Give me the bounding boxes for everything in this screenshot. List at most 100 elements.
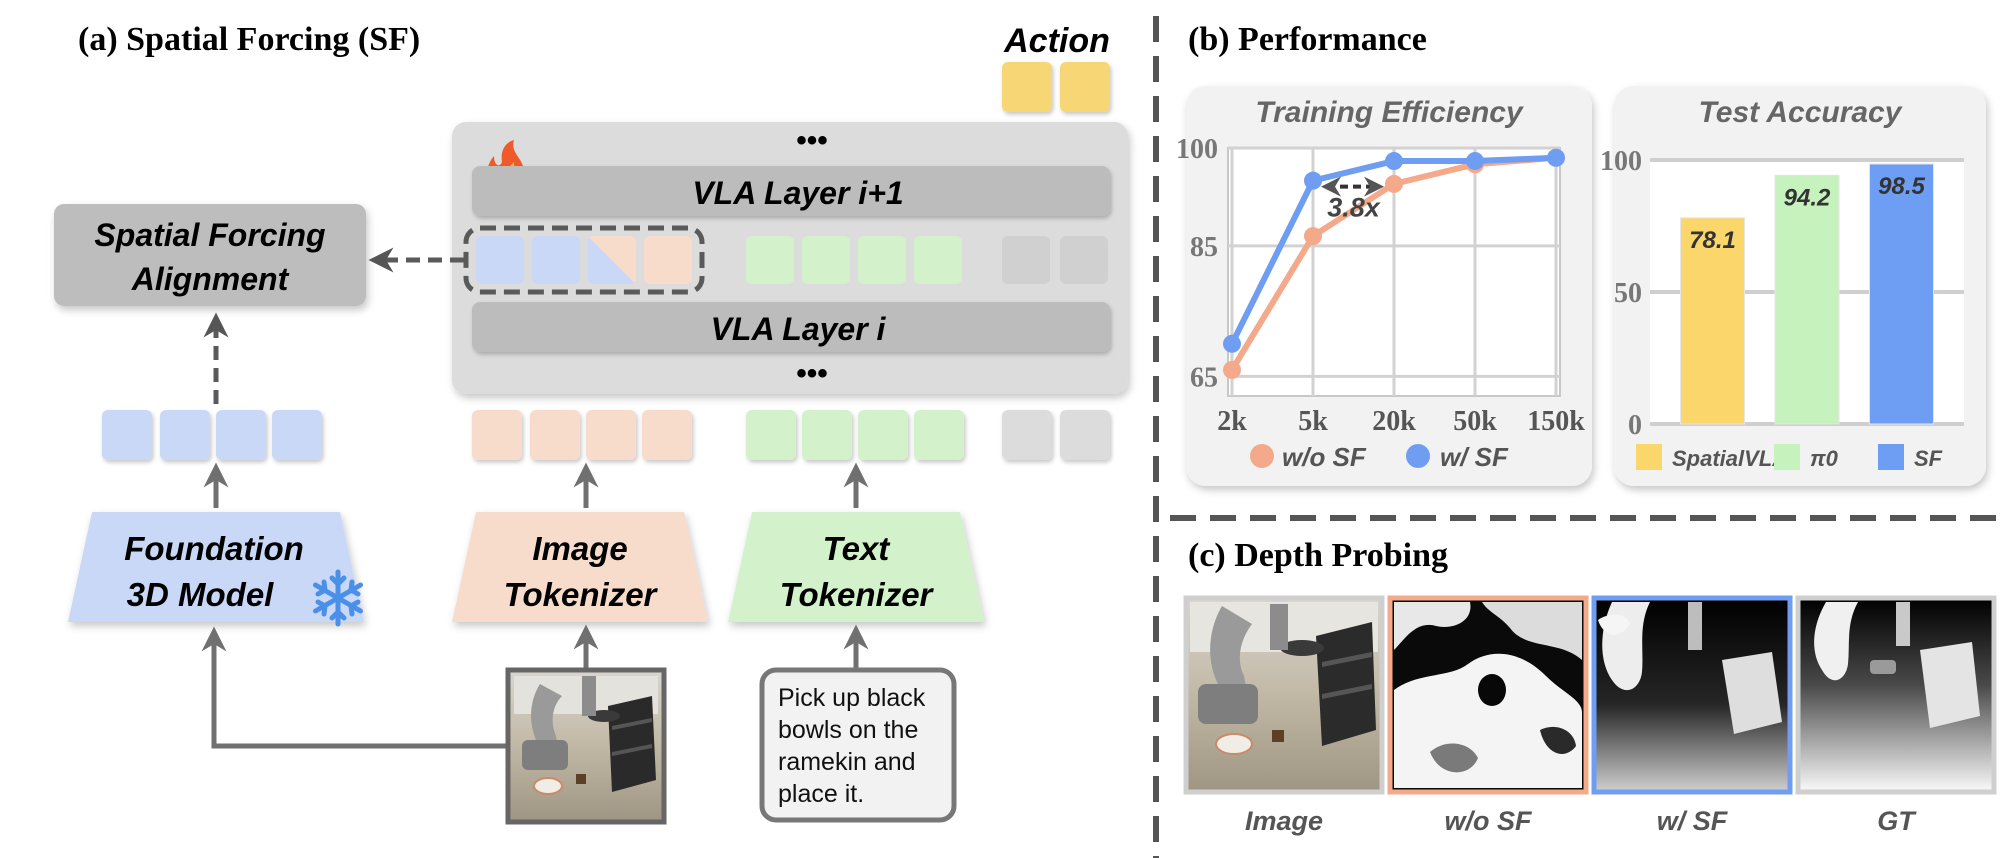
input-token: [746, 410, 796, 460]
foundation-label-line2: 3D Model: [127, 576, 275, 613]
snowflake-icon: [313, 569, 363, 627]
text-tokenizer-label-line1: Text: [823, 530, 892, 567]
input-token: [1060, 410, 1110, 460]
depth-map-with-sf: [1591, 595, 1793, 795]
bar-value-label: 94.2: [1784, 184, 1831, 211]
y-tick-label: 0: [1628, 410, 1642, 441]
input-token: [802, 410, 852, 460]
annotation-label: 3.8x: [1327, 193, 1381, 223]
robot-scene-image: [505, 667, 667, 825]
depth-map-ground-truth: [1795, 595, 1997, 795]
legend-marker: [1250, 444, 1274, 468]
x-tick-label: 5k: [1298, 406, 1328, 437]
input-token: [102, 410, 152, 460]
legend-label: w/ SF: [1440, 442, 1509, 472]
data-point: [1466, 152, 1484, 171]
depth-caption: w/o SF: [1445, 806, 1534, 836]
chart-title: Training Efficiency: [1255, 96, 1524, 129]
depth-input-image: [1183, 595, 1385, 795]
test-accuracy-chart: Test Accuracy 0 50 100 78.1 94.2 98.5SpatialVL…: [1600, 96, 1964, 471]
input-token: [642, 410, 692, 460]
bar-value-label: 98.5: [1878, 173, 1925, 200]
action-label: Action: [1003, 22, 1110, 60]
image-tokenizer-label-line2: Tokenizer: [504, 576, 659, 613]
instruction-line: bowls on the: [778, 716, 918, 744]
input-token: [272, 410, 322, 460]
hidden-token: [914, 236, 962, 284]
x-tick-label: 50k: [1453, 406, 1497, 437]
depth-caption: w/ SF: [1657, 806, 1729, 836]
vla-layer-upper-label: VLA Layer i+1: [692, 175, 903, 211]
dots-bottom: •••: [796, 357, 828, 390]
input-token: [472, 410, 522, 460]
hidden-token: [746, 236, 794, 284]
instruction-box: [759, 667, 957, 823]
y-tick-label: 100: [1600, 146, 1642, 177]
instruction-line: ramekin and: [778, 748, 916, 776]
alignment-label-line2: Alignment: [131, 261, 290, 297]
alignment-label-line1: Spatial Forcing: [94, 217, 325, 253]
x-tick-label: 2k: [1217, 406, 1247, 437]
legend-swatch: [1636, 444, 1662, 470]
input-token: [914, 410, 964, 460]
legend-swatch: [1774, 444, 1800, 470]
legend-label: SpatialVLA: [1672, 446, 1788, 471]
hidden-token: [1002, 236, 1050, 284]
image-tokenizer-label-line1: Image: [532, 530, 627, 567]
hidden-token: [532, 236, 580, 284]
data-point: [1304, 171, 1322, 190]
arrow: [201, 626, 512, 749]
panel-b-title: (b) Performance: [1188, 21, 1427, 58]
instruction-line: Pick up black: [778, 684, 926, 712]
bar: [1869, 163, 1934, 425]
legend-marker: [1406, 444, 1430, 468]
input-token: [1002, 410, 1052, 460]
action-token: [1002, 62, 1052, 112]
input-token: [216, 410, 266, 460]
data-point: [1304, 227, 1322, 246]
panel-a-title: (a) Spatial Forcing (SF): [78, 21, 420, 58]
bar: [1774, 174, 1840, 425]
vla-layer-lower-label: VLA Layer i: [711, 311, 887, 347]
hidden-token: [1060, 236, 1108, 284]
y-tick-label: 100: [1176, 134, 1218, 165]
y-tick-label: 50: [1614, 278, 1642, 309]
text-tokenizer-label-line2: Tokenizer: [780, 576, 935, 613]
data-point: [1547, 148, 1565, 167]
data-point: [1223, 360, 1241, 379]
hidden-token: [644, 236, 692, 284]
depth-caption: Image: [1245, 806, 1323, 836]
training-efficiency-chart: Training Efficiency 65 85 100 2k 5k 20k 50k 150k…: [1176, 96, 1585, 472]
legend-label: w/o SF: [1282, 442, 1367, 472]
foundation-label-line1: Foundation: [124, 530, 304, 567]
chart-title: Test Accuracy: [1699, 96, 1903, 129]
depth-caption: GT: [1877, 806, 1917, 836]
data-point: [1385, 174, 1403, 193]
data-point: [1385, 152, 1403, 171]
text-tokenizer-block: [728, 512, 984, 622]
hidden-token: [588, 236, 636, 284]
input-token: [858, 410, 908, 460]
panel-c-title: (c) Depth Probing: [1188, 537, 1448, 574]
dots-top: •••: [796, 124, 828, 157]
foundation-3d-model-block: [68, 512, 364, 622]
hidden-token: [858, 236, 906, 284]
hidden-token-group-outline: [463, 225, 705, 295]
image-tokenizer-block: [452, 512, 708, 622]
y-tick-label: 85: [1190, 232, 1218, 263]
vla-layer-lower: [472, 302, 1110, 352]
hidden-token: [802, 236, 850, 284]
y-tick-label: 65: [1190, 362, 1218, 393]
bar-value-label: 78.1: [1689, 227, 1736, 254]
action-token: [1060, 62, 1110, 112]
instruction-line: place it.: [778, 780, 864, 808]
data-point: [1223, 334, 1241, 353]
alignment-box: [54, 204, 366, 306]
legend-label: π0: [1810, 446, 1839, 471]
x-tick-label: 150k: [1527, 406, 1585, 437]
input-token: [586, 410, 636, 460]
x-tick-label: 20k: [1372, 406, 1416, 437]
legend-swatch: [1878, 444, 1904, 470]
depth-map-without-sf: [1387, 595, 1589, 795]
